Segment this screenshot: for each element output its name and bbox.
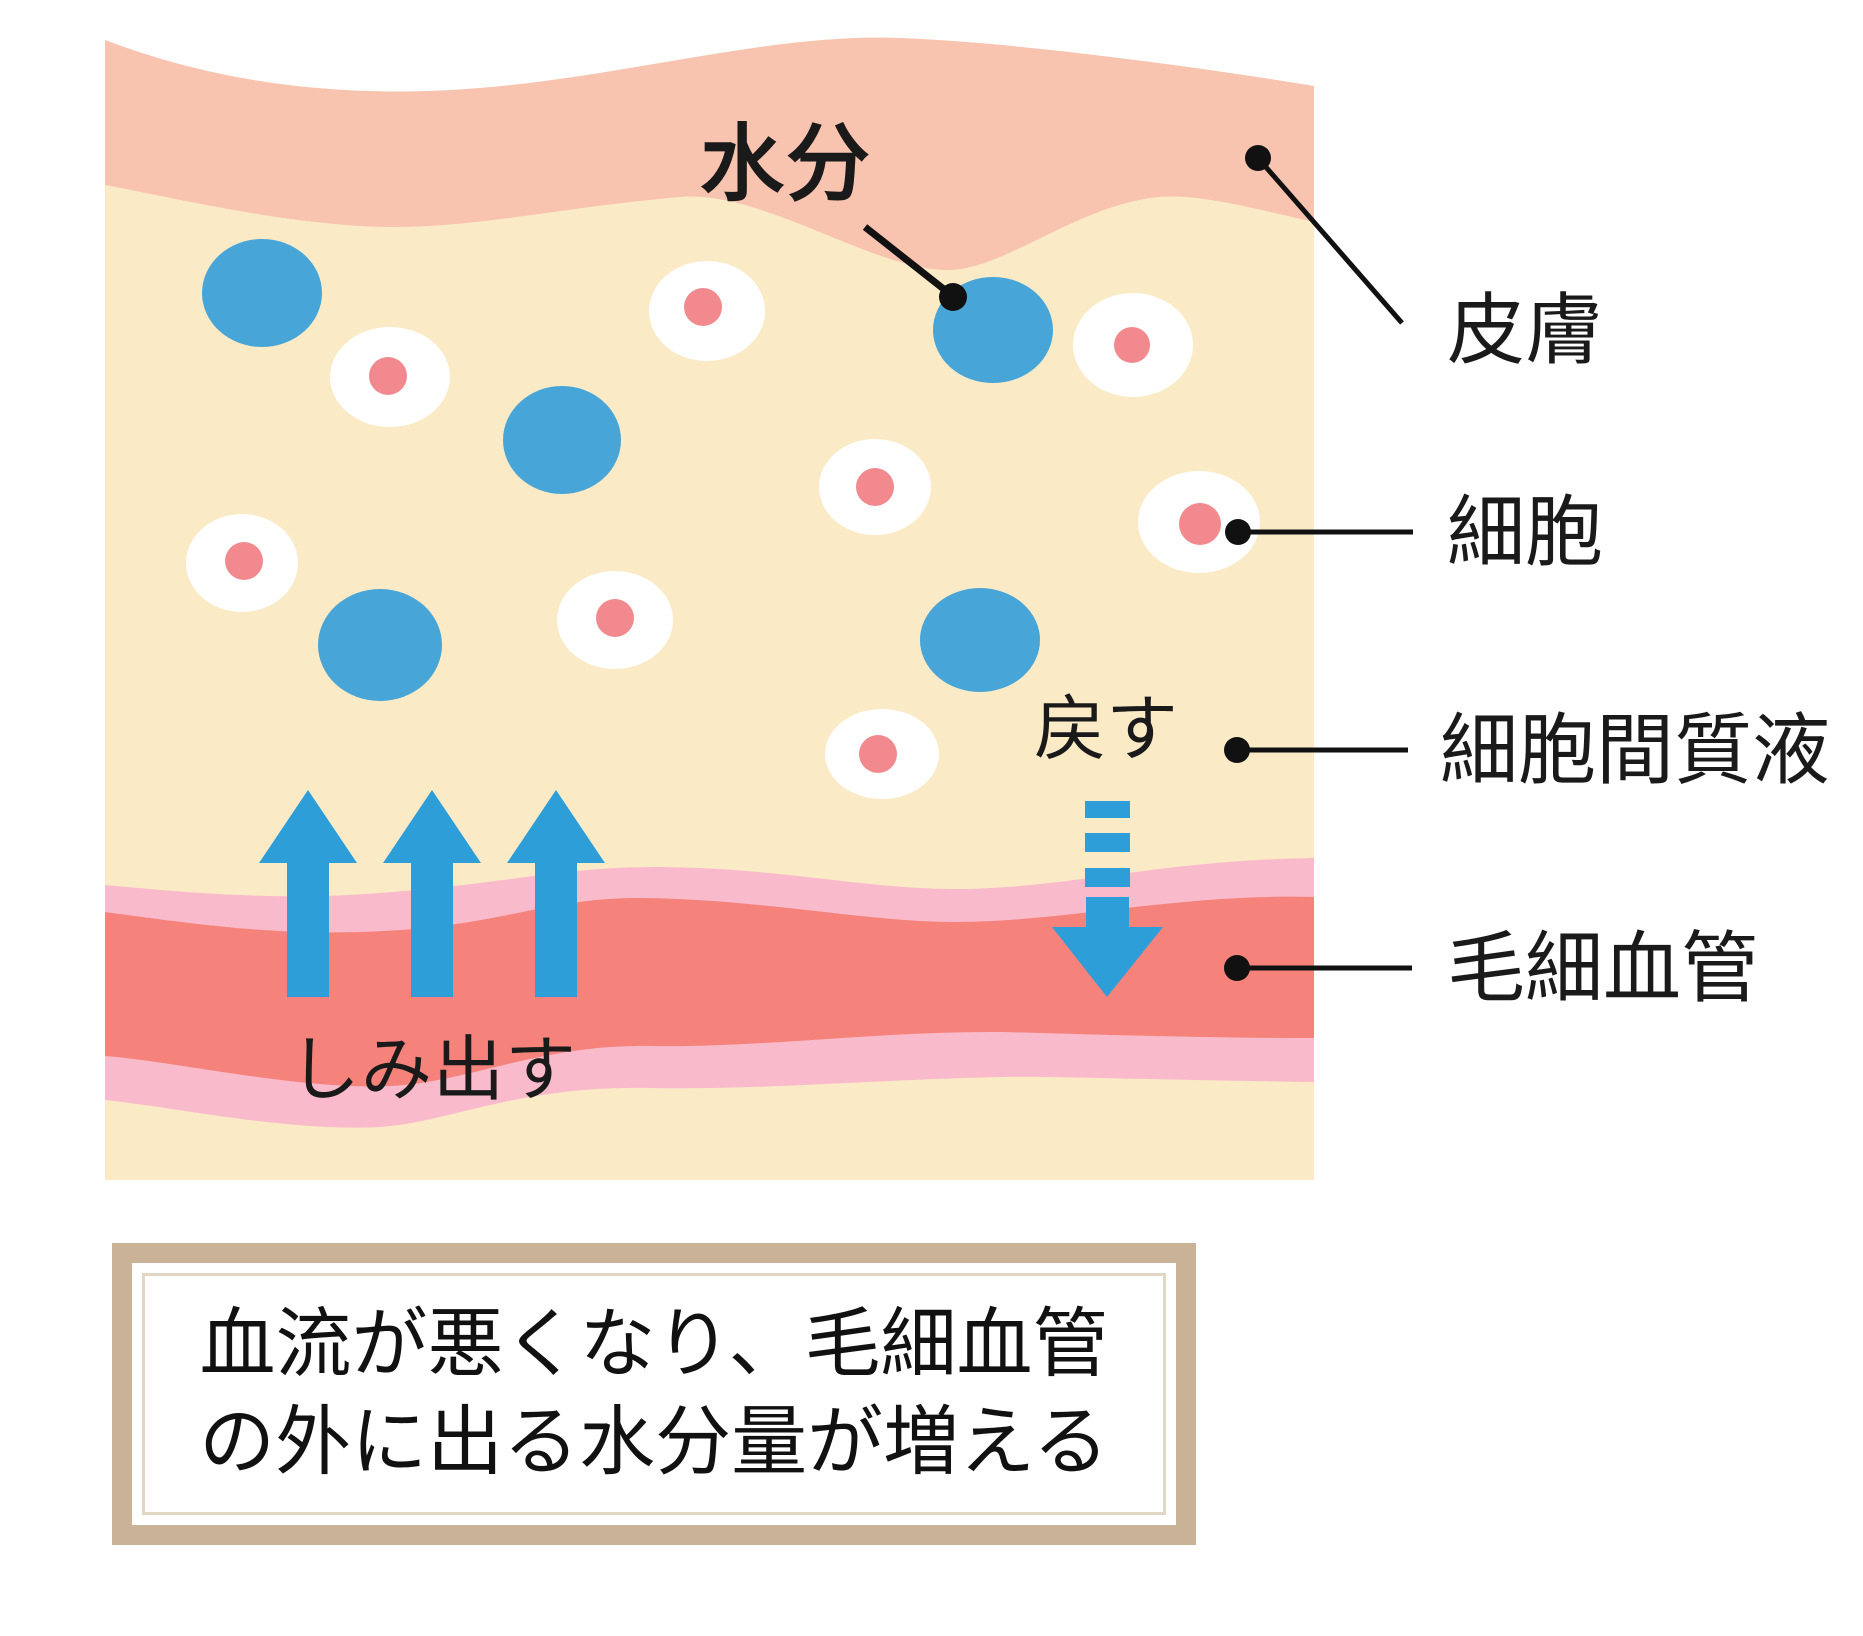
cell bbox=[557, 571, 673, 669]
moisture-pointer-line bbox=[862, 224, 953, 297]
leader-dots bbox=[939, 145, 1271, 981]
skin-leader-dot bbox=[1245, 145, 1271, 171]
caption-line-2: の外に出る水分量が増える bbox=[199, 1400, 1109, 1485]
up-arrow-icon bbox=[383, 790, 481, 997]
leader-lines bbox=[862, 156, 1413, 971]
interstitial-fluid-label: 細胞間質液 bbox=[1440, 706, 1831, 794]
interstitial-leader-dot bbox=[1224, 737, 1250, 763]
caption-line-1: 血流が悪くなり、毛細血管 bbox=[199, 1302, 1109, 1387]
cell-nucleus bbox=[225, 542, 263, 580]
water-droplet bbox=[503, 386, 621, 494]
skin-label: 皮膚 bbox=[1447, 286, 1604, 374]
cell bbox=[1138, 471, 1260, 573]
cell bbox=[825, 709, 939, 799]
return-annotation: 戻す bbox=[1034, 690, 1179, 770]
water-droplet bbox=[920, 588, 1040, 692]
water-droplet bbox=[202, 239, 322, 347]
cell bbox=[649, 261, 765, 361]
water-droplets bbox=[202, 239, 1053, 701]
capillary-label: 毛細血管 bbox=[1447, 924, 1760, 1012]
cell-nucleus bbox=[856, 468, 894, 506]
cells bbox=[186, 261, 1260, 799]
skin-leader-line bbox=[1256, 156, 1404, 325]
cell-label: 細胞 bbox=[1447, 488, 1604, 576]
water-droplet bbox=[318, 589, 442, 701]
cell bbox=[186, 514, 298, 612]
moisture-label: 水分 bbox=[700, 117, 873, 211]
capillary-leader-dot bbox=[1224, 955, 1250, 981]
cell bbox=[819, 439, 931, 535]
cell-nucleus bbox=[1179, 503, 1221, 545]
caption-box: 血流が悪くなり、毛細血管 の外に出る水分量が増える bbox=[112, 1243, 1196, 1545]
capillary-inner-band bbox=[105, 896, 1314, 1087]
return-down-arrow-icon bbox=[1052, 801, 1163, 997]
cell-nucleus bbox=[596, 599, 634, 637]
cell-nucleus bbox=[1114, 327, 1150, 363]
seep-up-arrows-icon bbox=[259, 790, 605, 997]
up-arrow-icon bbox=[507, 790, 605, 997]
cell-nucleus bbox=[369, 357, 407, 395]
cell bbox=[1073, 293, 1193, 397]
cell-nucleus bbox=[684, 288, 722, 326]
cell-nucleus bbox=[859, 735, 897, 773]
cell bbox=[330, 327, 450, 427]
seep-out-annotation: しみ出す bbox=[289, 1031, 578, 1110]
cell-leader-dot bbox=[1225, 519, 1251, 545]
up-arrow-icon bbox=[259, 790, 357, 997]
moisture-pointer-dot bbox=[939, 283, 967, 311]
